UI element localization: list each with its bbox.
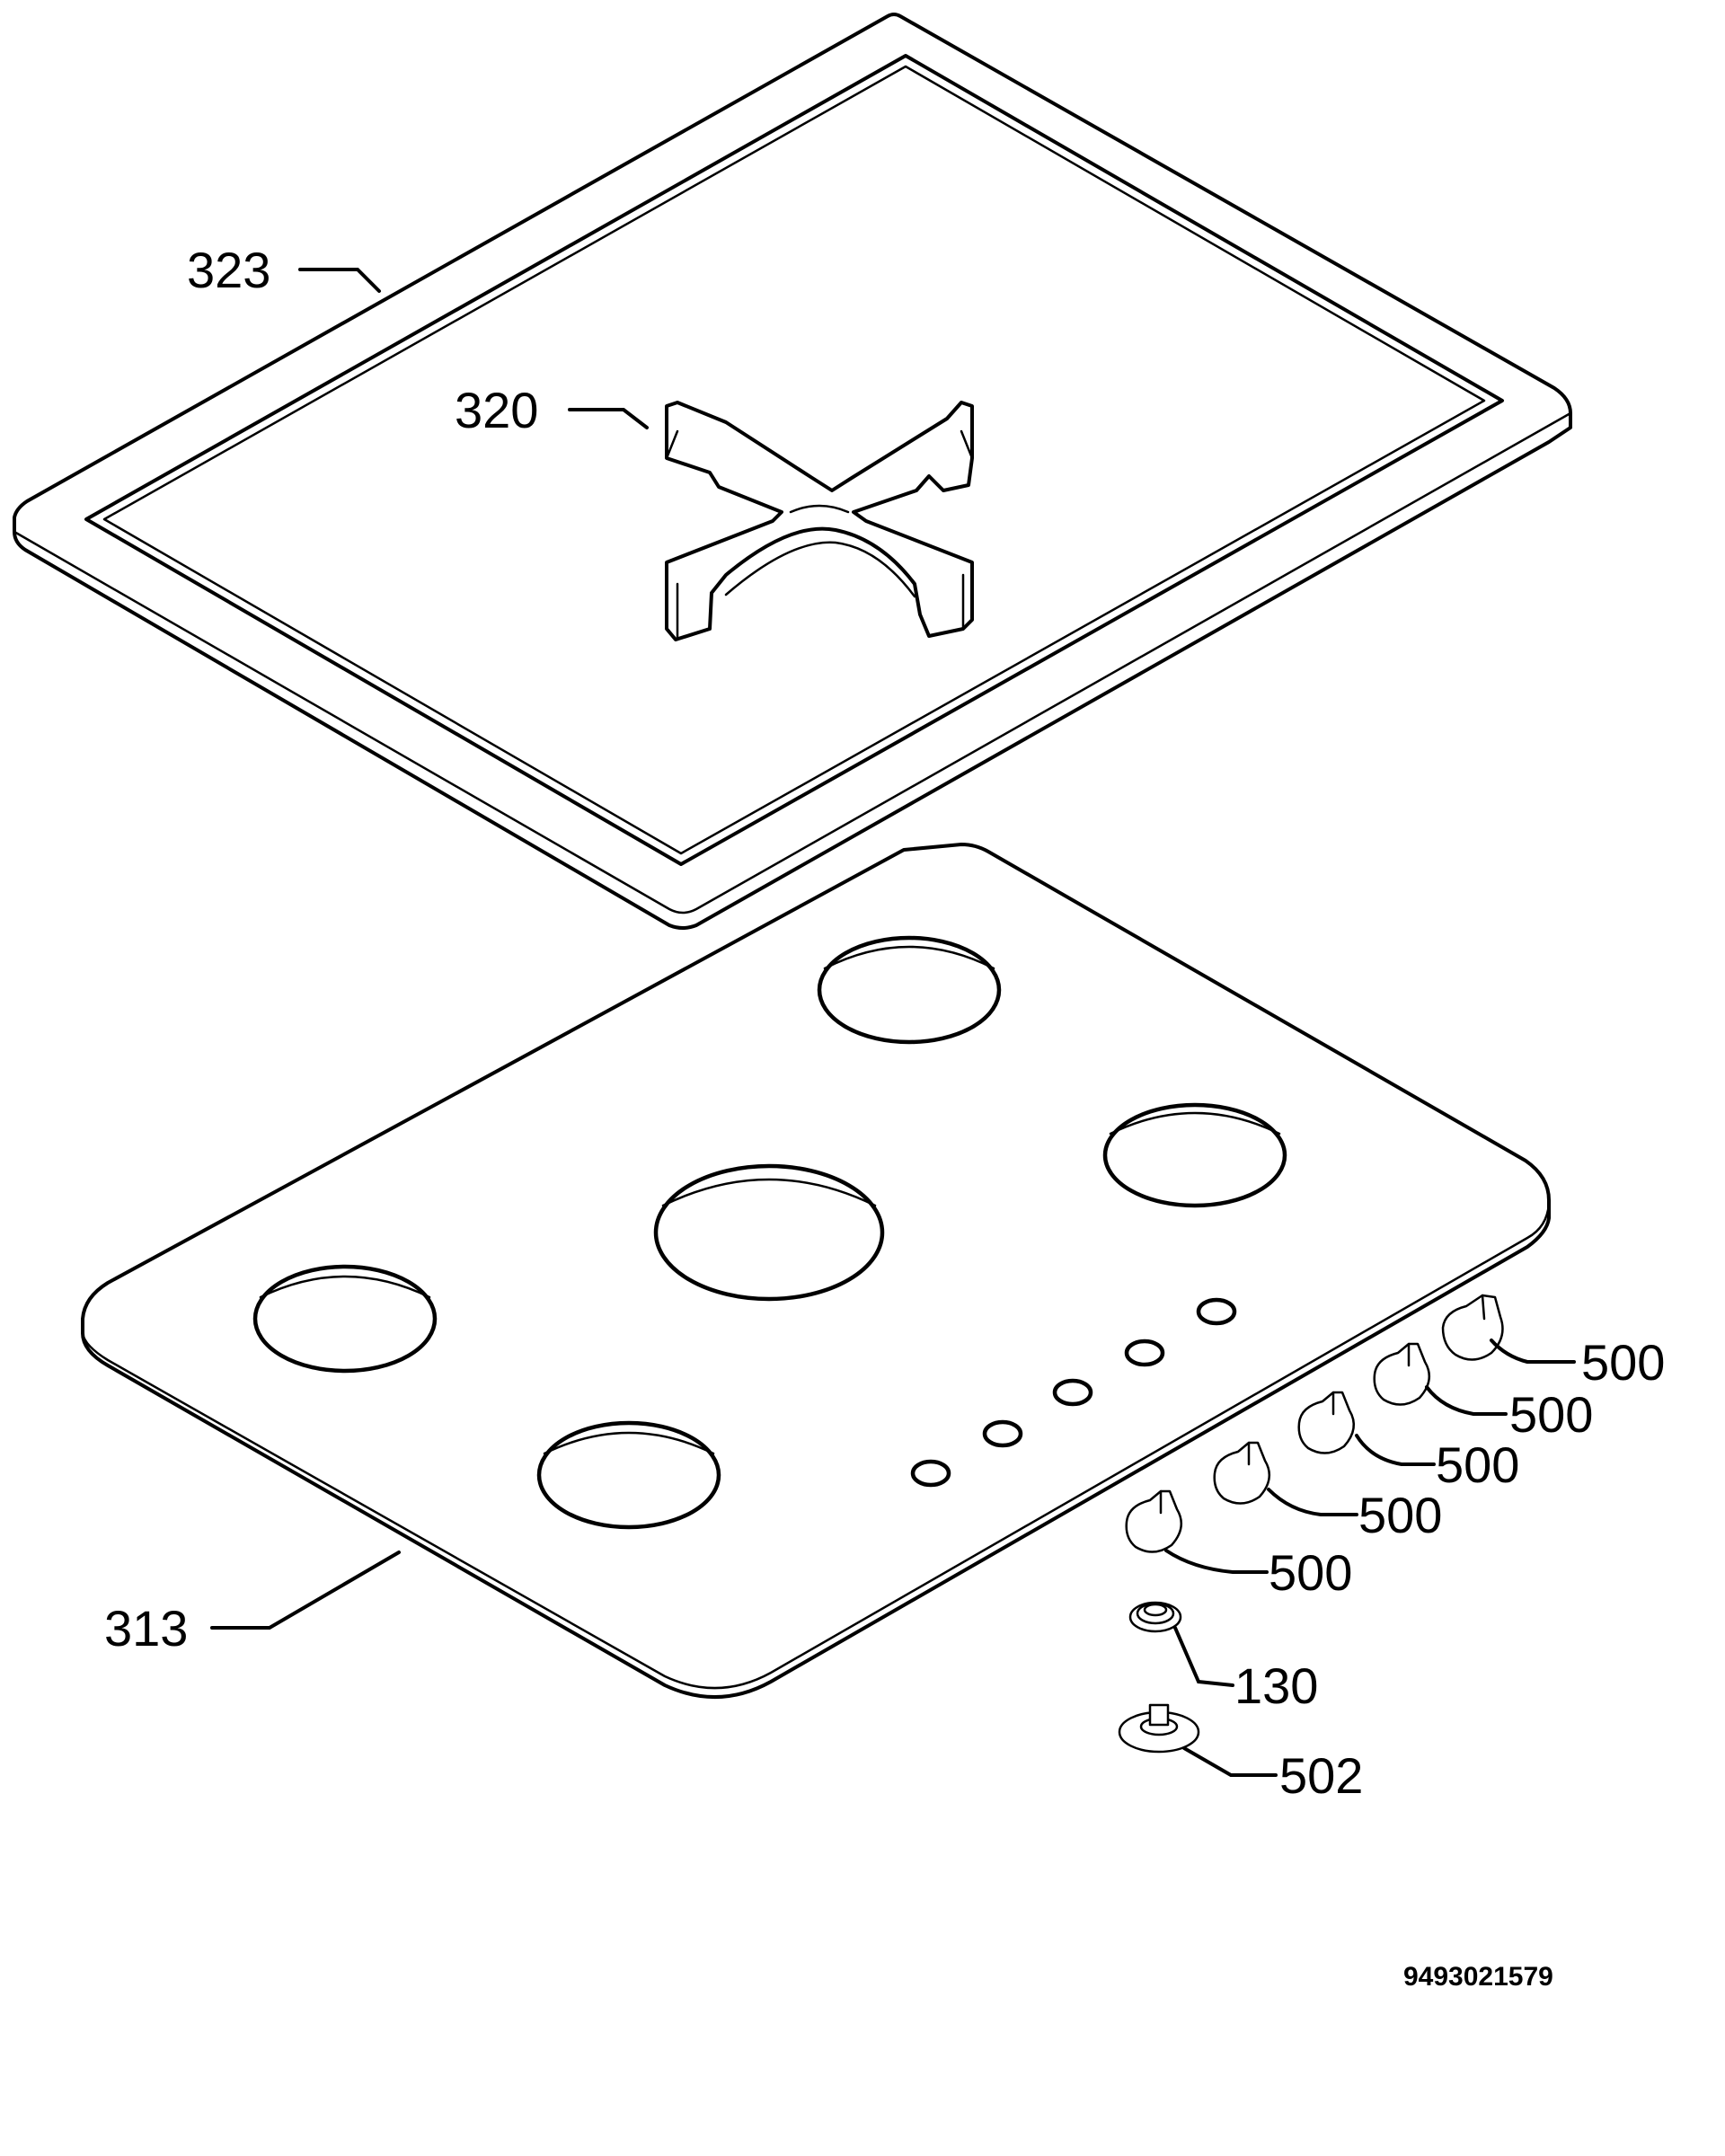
knob-part-3 <box>1297 1391 1356 1454</box>
callout-500-5: 500 <box>1269 1544 1352 1601</box>
callout-313: 313 <box>104 1600 188 1657</box>
leader-lines <box>210 268 1576 1777</box>
callout-500-4: 500 <box>1358 1487 1442 1543</box>
burner-hole-right <box>1102 1102 1287 1208</box>
burner-hole-left <box>252 1264 438 1374</box>
knob-hole-2 <box>982 1419 1023 1448</box>
knob-hole-4 <box>1124 1339 1165 1367</box>
callout-323: 323 <box>187 242 270 298</box>
knob-hole-3 <box>1052 1378 1093 1407</box>
burner-hole-front <box>536 1420 721 1530</box>
callout-320: 320 <box>455 382 538 438</box>
knob-part-4 <box>1373 1342 1431 1406</box>
bezel-part <box>1128 1601 1182 1633</box>
knob-part-1 <box>1125 1489 1183 1553</box>
knob-part-5 <box>1441 1294 1504 1361</box>
callout-500-3: 500 <box>1436 1436 1519 1493</box>
hob-top-part <box>81 843 1551 1699</box>
callout-502: 502 <box>1279 1747 1363 1804</box>
callout-labels: 323 320 313 500 500 500 500 500 130 502 <box>104 242 1665 1804</box>
callout-500-1: 500 <box>1581 1334 1665 1391</box>
knob-part-2 <box>1213 1441 1271 1505</box>
pan-support-part <box>665 401 974 641</box>
spindle-cap-part <box>1118 1703 1200 1754</box>
knob-hole-1 <box>910 1459 951 1488</box>
knob-hole-5 <box>1196 1297 1237 1326</box>
document-number: 9493021579 <box>1403 1962 1553 1992</box>
burner-hole-centre <box>653 1163 885 1302</box>
callout-500-2: 500 <box>1509 1386 1593 1443</box>
burner-hole-rear <box>817 935 1002 1045</box>
callout-130: 130 <box>1234 1657 1318 1714</box>
